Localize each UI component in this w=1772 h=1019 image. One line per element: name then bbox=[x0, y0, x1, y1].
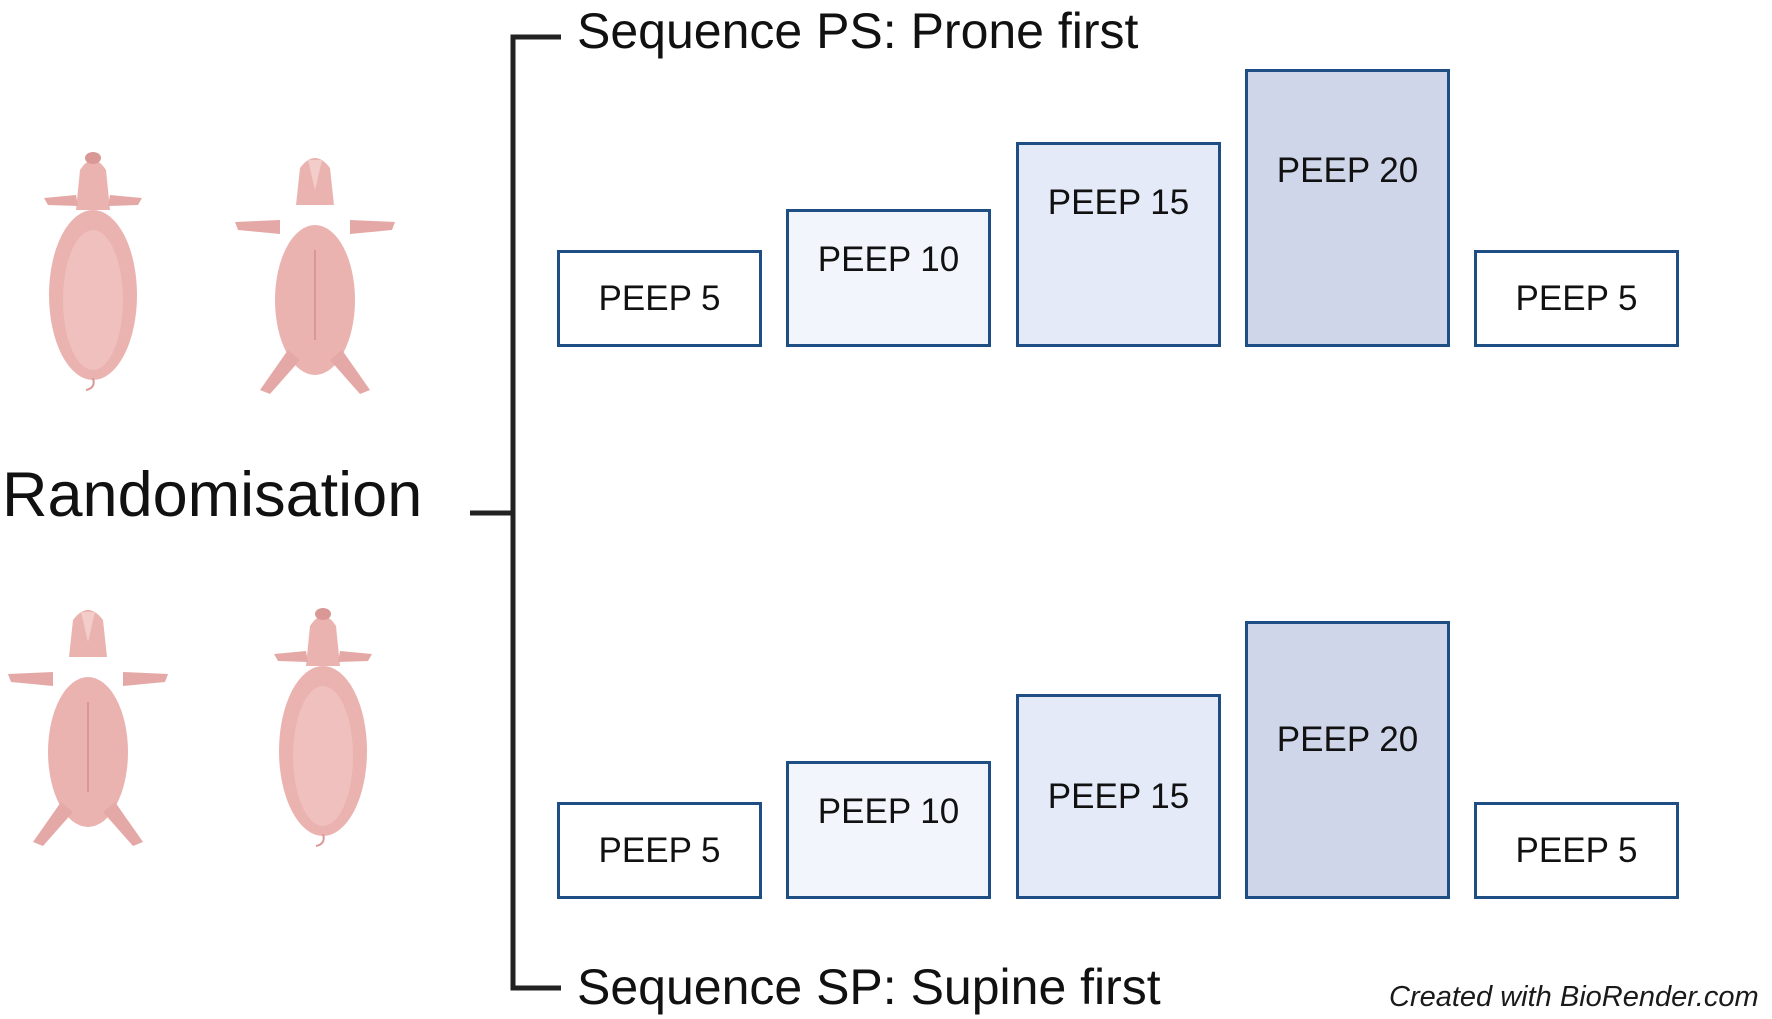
ps-step-1: PEEP 5 bbox=[557, 250, 762, 347]
ps-step-5: PEEP 5 bbox=[1474, 250, 1679, 347]
sp-step-4-label: PEEP 20 bbox=[1276, 720, 1419, 759]
ps-step-5-label: PEEP 5 bbox=[1515, 278, 1638, 318]
ps-step-1-label: PEEP 5 bbox=[598, 278, 721, 318]
sp-step-2-label: PEEP 10 bbox=[817, 791, 960, 831]
pig-supine-icon bbox=[8, 610, 168, 846]
ps-step-2-label: PEEP 10 bbox=[817, 239, 960, 279]
sp-step-5-label: PEEP 5 bbox=[1515, 830, 1638, 870]
biorender-credit: Created with BioRender.com bbox=[1389, 981, 1759, 1013]
pig-prone-icon bbox=[44, 152, 142, 391]
sp-step-1: PEEP 5 bbox=[557, 802, 762, 899]
ps-step-3: PEEP 15 bbox=[1016, 142, 1221, 347]
ps-step-3-label: PEEP 15 bbox=[1047, 183, 1190, 222]
ps-step-4: PEEP 20 bbox=[1245, 69, 1450, 347]
sp-step-4: PEEP 20 bbox=[1245, 621, 1450, 899]
sp-step-1-label: PEEP 5 bbox=[598, 830, 721, 870]
sp-step-3: PEEP 15 bbox=[1016, 694, 1221, 899]
sp-step-2: PEEP 10 bbox=[786, 761, 991, 899]
ps-step-2: PEEP 10 bbox=[786, 209, 991, 347]
sequence-sp-title: Sequence SP: Supine first bbox=[577, 959, 1161, 1015]
sequence-ps-title: Sequence PS: Prone first bbox=[577, 3, 1139, 59]
sp-step-3-label: PEEP 15 bbox=[1047, 776, 1190, 816]
sp-step-5: PEEP 5 bbox=[1474, 802, 1679, 899]
randomisation-label: Randomisation bbox=[2, 460, 423, 530]
pig-supine-icon bbox=[235, 158, 395, 394]
ps-step-4-label: PEEP 20 bbox=[1276, 151, 1419, 190]
pig-prone-icon bbox=[274, 608, 372, 847]
